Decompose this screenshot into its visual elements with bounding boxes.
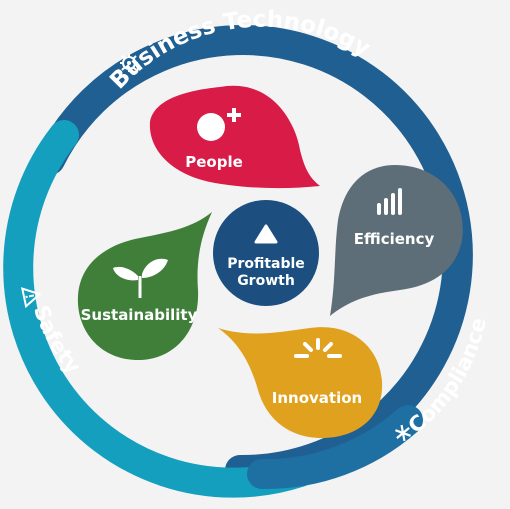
person-plus-icon: [197, 108, 241, 141]
petal-efficiency-shape: [330, 165, 463, 316]
ring-segment-safety: [3, 120, 315, 498]
petal-people-label: People: [185, 153, 243, 171]
ring-segment-bottom: [247, 405, 423, 490]
idea-burst-icon: [294, 338, 342, 358]
circuit-icon: [120, 54, 138, 72]
bar-growth-icon: [377, 188, 402, 215]
petal-efficiency-label: Efficiency: [354, 230, 435, 248]
asterisk-icon: [395, 424, 411, 442]
petal-innovation-label: Innovation: [272, 389, 362, 407]
petal-people: People: [149, 85, 320, 189]
warning-triangle-icon: [20, 287, 42, 309]
up-triangle-icon: [254, 224, 278, 244]
petal-innovation: Innovation: [218, 327, 383, 438]
petal-efficiency: Efficiency: [330, 165, 463, 316]
petal-sustainability-shape: [77, 212, 212, 360]
ring-segment-business-compliance: [35, 25, 473, 486]
center-circle: [213, 200, 319, 306]
petal-people-shape: [149, 85, 320, 189]
center-profitable-growth: Profitable Growth: [213, 200, 319, 306]
petal-sustainability-label: Sustainability: [81, 306, 198, 324]
center-line2: Growth: [237, 273, 295, 289]
sprout-icon: [113, 258, 168, 298]
center-line1: Profitable: [227, 256, 305, 272]
petal-sustainability: Sustainability: [77, 212, 212, 360]
